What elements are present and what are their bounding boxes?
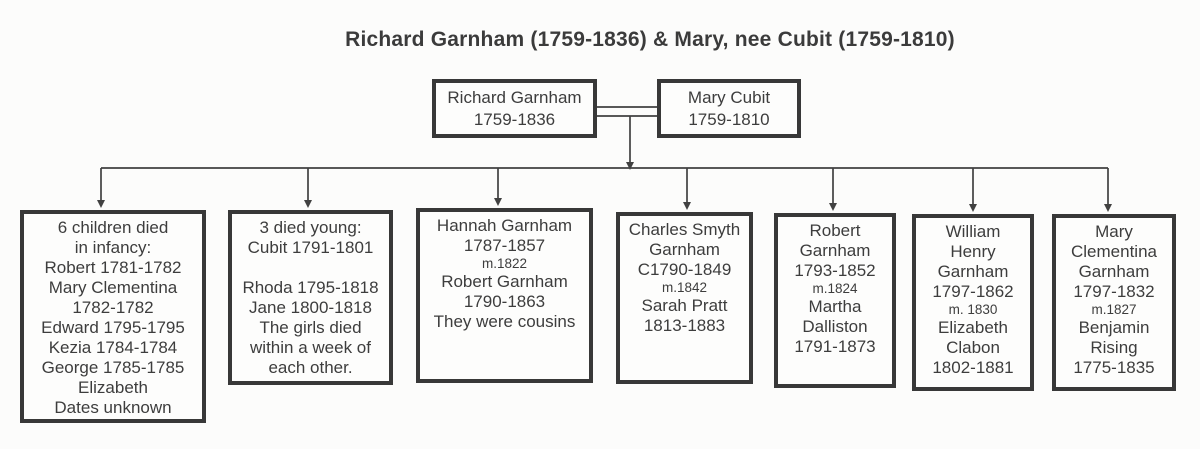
child-drop-2 [304, 168, 312, 208]
box-text-line: Rising [1090, 338, 1138, 357]
arrowhead-icon [626, 162, 634, 170]
box-text-line: Kezia 1784-1784 [48, 338, 178, 357]
child-box-died-young: 3 died young:Cubit 1791-1801 Rhoda 1795-… [228, 210, 393, 385]
box-text-line: Garnham [649, 240, 720, 259]
box-text-line: each other. [268, 358, 353, 377]
box-text-line: Elizabeth [938, 318, 1008, 337]
arrowhead-icon [304, 200, 312, 208]
box-text-line: 1787-1857 [463, 236, 546, 255]
marriage-year-line: m.1822 [481, 256, 528, 271]
box-text-line: 1813-1883 [643, 316, 726, 335]
box-text-line: 1790-1863 [463, 292, 546, 311]
arrowhead-icon [494, 198, 502, 206]
box-text-line: 1793-1852 [794, 261, 876, 280]
box-text-line: Hannah Garnham [436, 216, 573, 235]
box-text-line: 1791-1873 [794, 337, 876, 356]
box-text-line: Robert 1781-1782 [44, 258, 182, 277]
box-text-line: 3 died young: [259, 218, 362, 237]
box-text-line [232, 258, 389, 278]
parent-name: Richard Garnham [447, 88, 582, 107]
box-text-line: Rhoda 1795-1818 [242, 278, 379, 297]
box-text-line: Jane 1800-1818 [249, 298, 372, 317]
marriage-year-line: m.1842 [661, 280, 708, 295]
parent-name: Mary Cubit [687, 88, 771, 107]
box-text-line: Cubit 1791-1801 [247, 238, 374, 257]
box-text-line: C1790-1849 [637, 260, 732, 279]
box-text-line: Garnham [937, 262, 1009, 281]
box-text-line: The girls died [259, 318, 362, 337]
box-text-line: Clementina [1071, 242, 1157, 261]
parent-box-mary: Mary Cubit 1759-1810 [657, 79, 801, 138]
box-text-line: Garnham [799, 241, 871, 260]
marriage-year-line: m.1824 [812, 281, 858, 296]
box-text-line: 1802-1881 [932, 358, 1014, 377]
arrowhead-icon [1104, 204, 1112, 212]
box-text-line: Sarah Pratt [641, 296, 728, 315]
box-text-line: within a week of [250, 338, 371, 357]
page-title: Richard Garnham (1759-1836) & Mary, nee … [345, 28, 955, 51]
child-drop-3 [494, 168, 502, 206]
arrowhead-icon [683, 202, 691, 210]
box-text-line: 6 children died [57, 218, 169, 237]
box-text-line: Benjamin [1078, 318, 1150, 337]
box-text-line: Clabon [946, 338, 1000, 357]
box-text-line: 1797-1832 [1073, 282, 1155, 301]
parent-years: 1759-1810 [688, 110, 770, 129]
box-text-line: Charles Smyth [628, 220, 741, 239]
box-text-line: 1782-1782 [72, 298, 154, 317]
box-text-line: Elizabeth [78, 378, 148, 397]
box-text-line: George 1785-1785 [41, 358, 185, 377]
box-text-line: William [945, 222, 1001, 241]
child-drop-5 [829, 168, 837, 211]
marriage-line [595, 106, 659, 117]
box-text-line: Robert [809, 221, 861, 240]
box-text-line: in infancy: [74, 238, 152, 257]
box-text-line: Mary Clementina [48, 278, 178, 297]
box-text-line: 1797-1862 [932, 282, 1014, 301]
arrowhead-icon [829, 203, 837, 211]
box-text-line: Dalliston [802, 317, 868, 336]
box-text-line: Dates unknown [54, 398, 172, 417]
box-text-line: 1775-1835 [1073, 358, 1155, 377]
box-text-line: They were cousins [433, 312, 576, 331]
parent-years: 1759-1836 [473, 110, 556, 129]
box-text-line: Edward 1795-1795 [41, 318, 185, 337]
box-text-line: Garnham [1078, 262, 1150, 281]
child-drop-1 [97, 168, 105, 208]
parent-box-richard: Richard Garnham 1759-1836 [432, 79, 597, 138]
box-text-line: Mary [1095, 222, 1133, 241]
box-text-line: Martha [808, 297, 862, 316]
descent-line [626, 116, 634, 170]
child-drop-6 [969, 168, 977, 212]
arrowhead-icon [97, 200, 105, 208]
marriage-year-line: m.1827 [1091, 302, 1137, 317]
box-text-line: Robert Garnham [441, 272, 568, 291]
child-drop-4 [683, 168, 691, 210]
box-text-line: Henry [950, 242, 996, 261]
child-drop-7 [1104, 168, 1112, 212]
marriage-year-line: m. 1830 [948, 302, 998, 317]
arrowhead-icon [969, 204, 977, 212]
